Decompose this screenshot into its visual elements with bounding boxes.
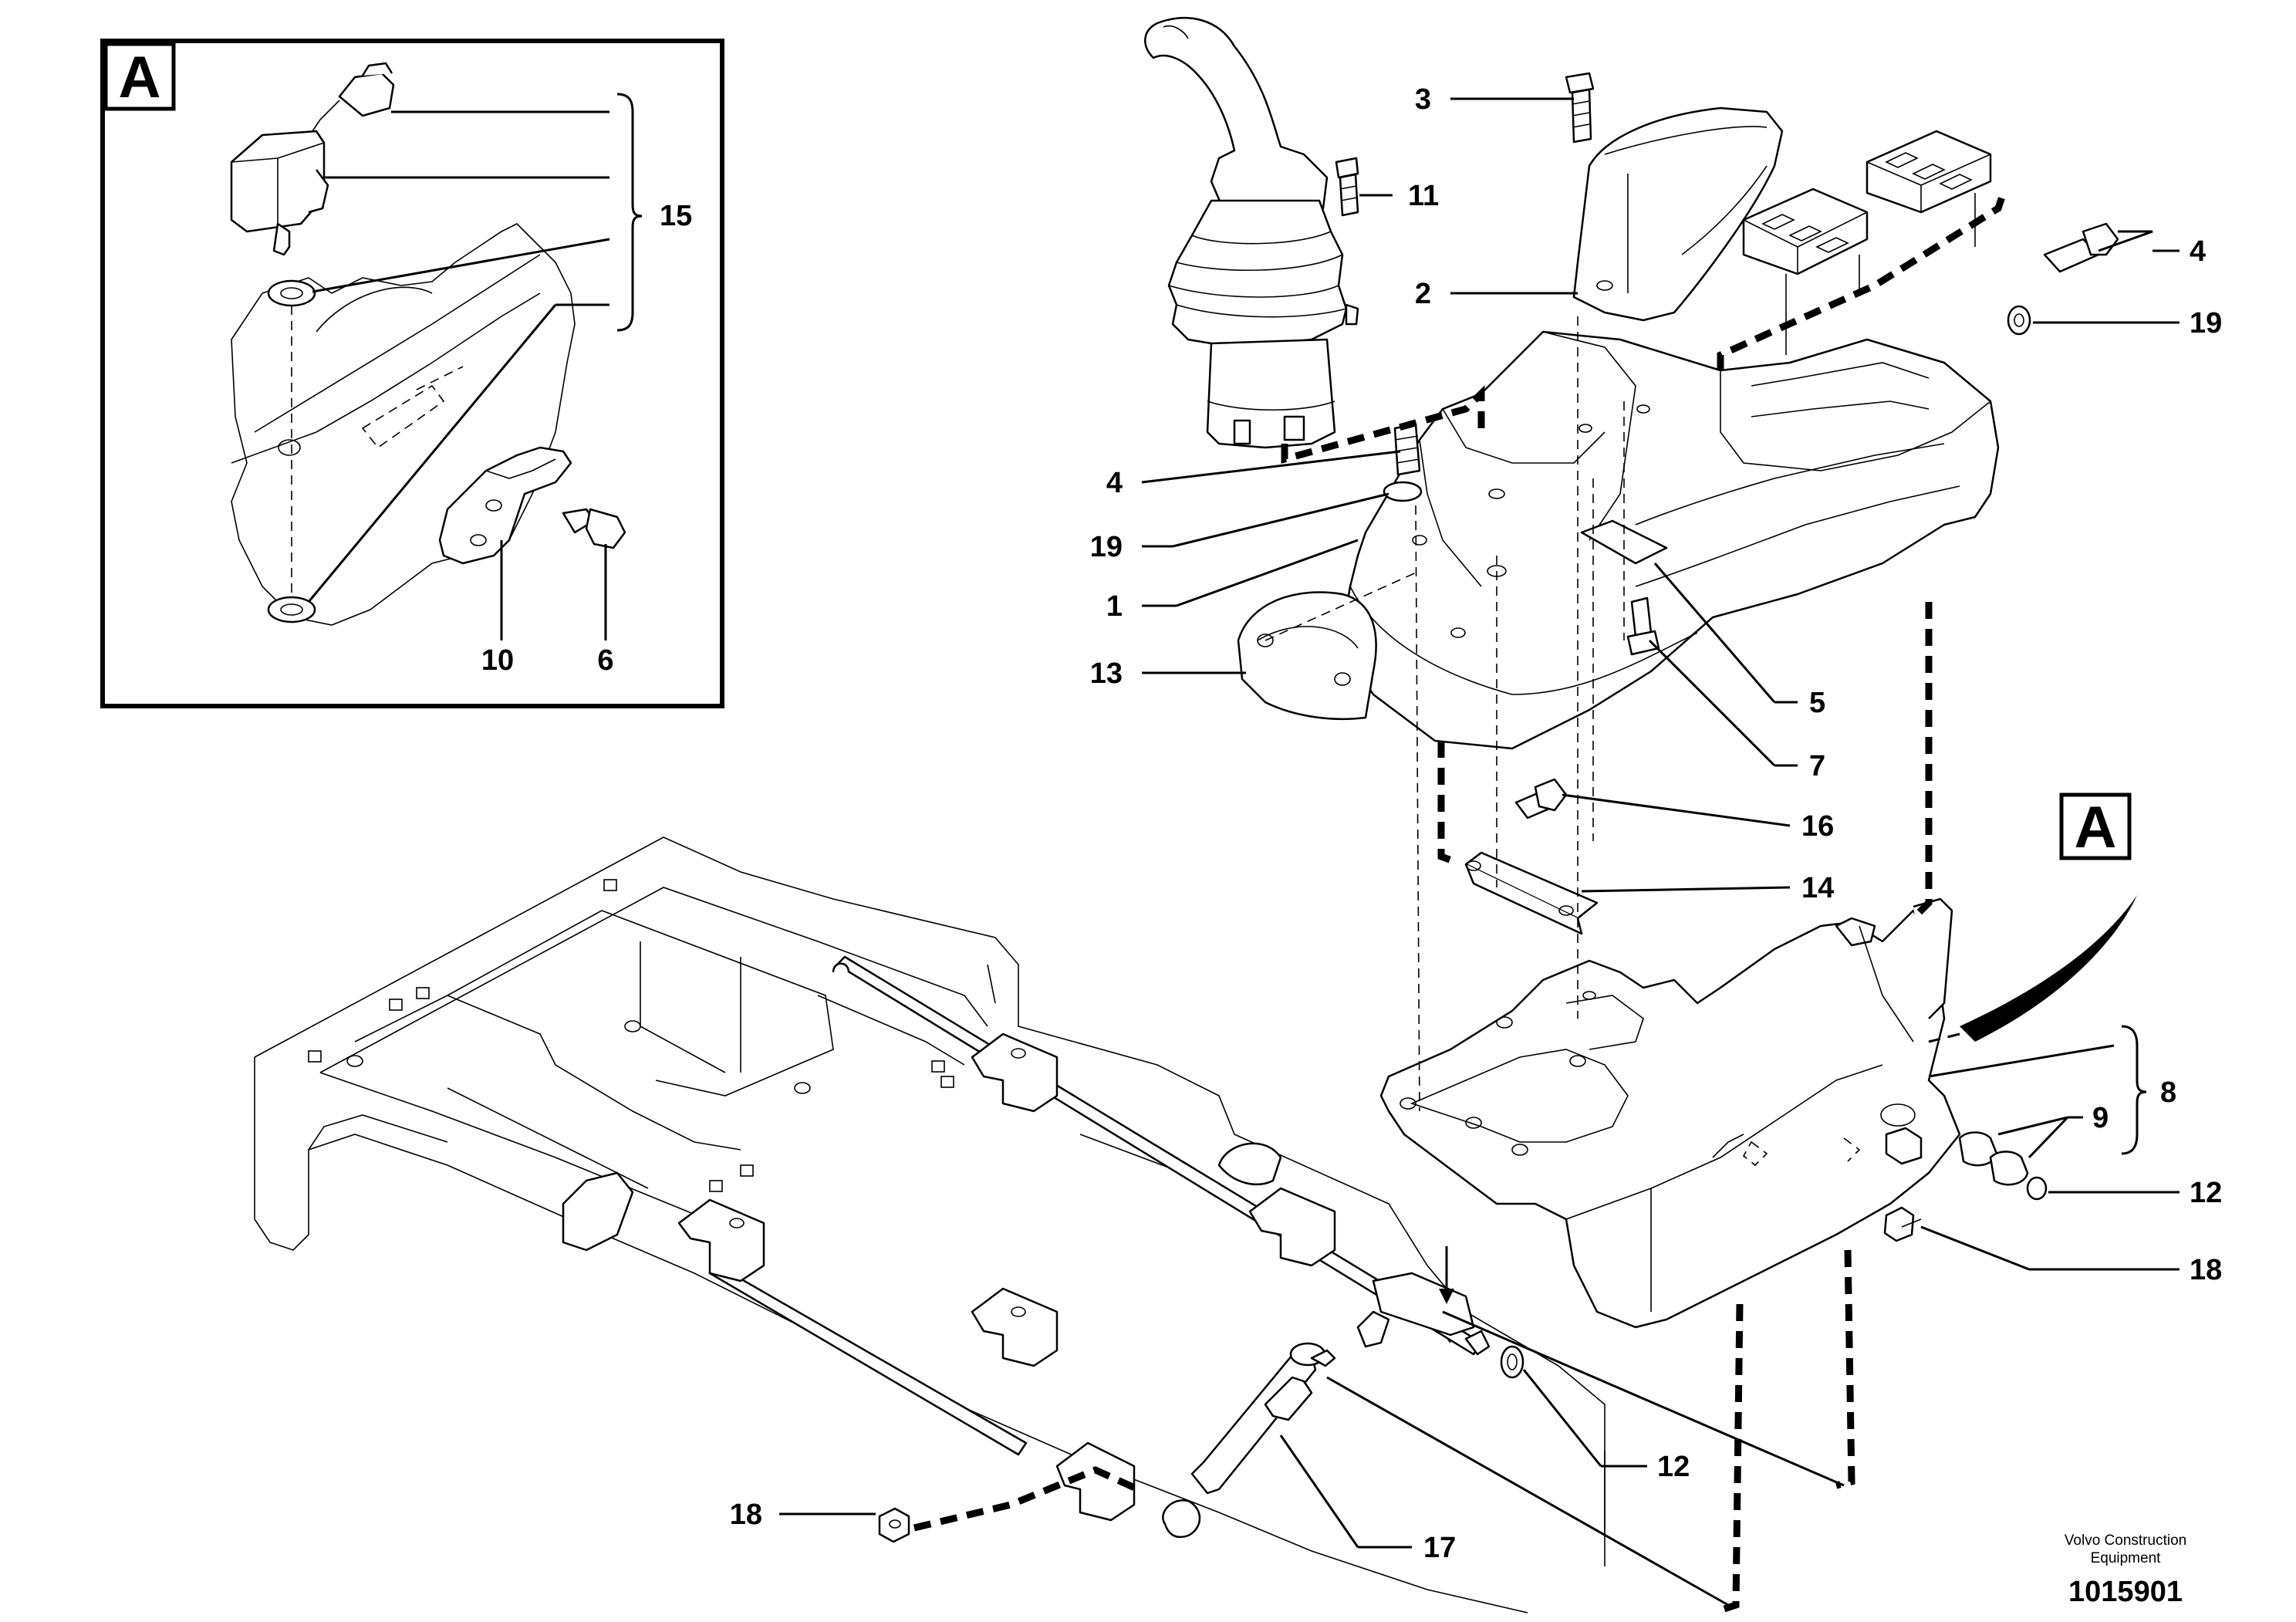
callout-13: 13 xyxy=(1090,657,1123,690)
callout-1: 1 xyxy=(1106,590,1123,623)
callout-12-right: 12 xyxy=(2190,1177,2222,1209)
callout-18-bottom: 18 xyxy=(730,1499,762,1531)
callout-15: 15 xyxy=(660,200,692,232)
callout-14: 14 xyxy=(1801,872,1834,904)
callout-17: 17 xyxy=(1423,1532,1456,1564)
callout-5: 5 xyxy=(1809,687,1825,719)
callout-12-bottom: 12 xyxy=(1657,1451,1690,1483)
footer: Volvo Construction Equipment 1015901 xyxy=(2065,1532,2186,1608)
callout-7: 7 xyxy=(1809,750,1825,782)
console-bracket xyxy=(1379,897,2048,1329)
callout-9: 9 xyxy=(2092,1102,2109,1134)
detail-a-inset: A xyxy=(100,39,724,708)
callout-11: 11 xyxy=(1408,180,1439,212)
callout-labels: 3 2 11 4 19 1 13 5 7 16 14 4 19 8 9 12 1… xyxy=(730,83,2223,1564)
detail-a-reference: A xyxy=(2059,792,2132,860)
credit-line-1: Volvo Construction xyxy=(2065,1532,2186,1549)
callout-10: 10 xyxy=(481,644,514,677)
callout-8: 8 xyxy=(2160,1076,2176,1109)
credit-line-2: Equipment xyxy=(2091,1550,2162,1566)
callout-19-left: 19 xyxy=(1090,531,1123,563)
frame-assembly xyxy=(254,836,1606,1614)
joystick-assembly xyxy=(1144,17,1359,449)
console-cover xyxy=(1237,72,2119,935)
callout-16: 16 xyxy=(1801,810,1834,843)
assembly-paths xyxy=(913,195,2137,1613)
callout-19-right: 19 xyxy=(2190,307,2222,340)
callout-2: 2 xyxy=(1415,278,1431,310)
document-number: 1015901 xyxy=(2068,1576,2183,1608)
callout-3: 3 xyxy=(1415,83,1431,116)
callout-4-right: 4 xyxy=(2190,235,2206,268)
detail-a-reference-label: A xyxy=(2075,795,2117,860)
leader-lines xyxy=(779,97,2180,1607)
callout-18-right: 18 xyxy=(2190,1254,2222,1286)
callout-6: 6 xyxy=(597,644,613,677)
detail-a-label: A xyxy=(119,45,161,110)
callout-4-left: 4 xyxy=(1106,467,1123,499)
